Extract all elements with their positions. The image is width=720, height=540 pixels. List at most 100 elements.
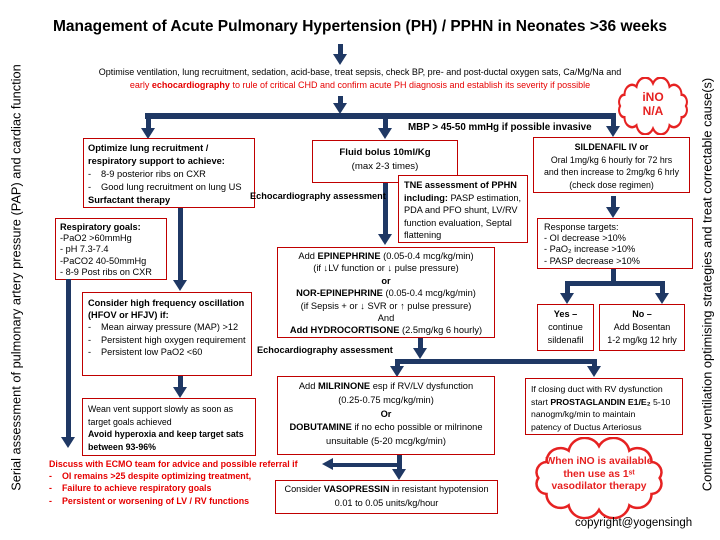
connector-split-bar — [395, 359, 597, 364]
mil-line4-rest: if no echo possible or milrinone — [351, 422, 483, 433]
fluid-line2: (max 2-3 times) — [351, 161, 419, 172]
connector-epi-split — [418, 338, 423, 350]
connector-referral — [332, 463, 398, 467]
arrowhead-optimize-hfov — [173, 280, 187, 291]
tne-rest-text: PASP estimation, PDA and PFO shunt, LV/R… — [404, 192, 522, 241]
epi-line7-drug: Add HYDROCORTISONE — [289, 325, 400, 336]
response-item: - PaO₂ increase >10% — [544, 244, 636, 255]
cloud-shape — [535, 437, 663, 519]
when-cloud-line3: vasodilator therapy — [551, 481, 647, 492]
arrowhead-intro-bar — [333, 103, 347, 114]
connector-main-bar — [145, 113, 616, 119]
intro-line2-bold: echocardiography — [151, 80, 230, 90]
bullet-dash: - — [88, 182, 92, 192]
when-ino-cloud-text: When iNO is available then use as 1ˢᵗ va… — [529, 456, 669, 494]
epi-line1-pre: Add — [298, 251, 318, 261]
right-rail-label: Continued ventilation optimising strateg… — [699, 77, 715, 492]
hfov-head2: (HFOV or HFJV) if: — [88, 310, 169, 321]
hfov-item-text: Persistent low PaO2 <60 — [101, 346, 203, 357]
resp-goals-item: - pH 7.3-7.4 — [60, 244, 109, 255]
arrowhead-bar-mid — [378, 128, 392, 139]
epi-line7: Add HYDROCORTISONE (2.5mg/kg 6 hourly) — [280, 324, 492, 336]
intro-text: Optimise ventilation, lung recruitment, … — [20, 66, 700, 92]
mil-line4: DOBUTAMINE if no echo possible or milrin… — [280, 421, 492, 435]
tne-bold-text: TNE assessment of PPHN including: — [404, 180, 517, 203]
epi-line1-drug: EPINEPHRINE — [317, 251, 381, 261]
response-title: Response targets: — [544, 222, 619, 232]
connector-no-stub — [660, 286, 665, 294]
resp-goals-item: -PaCO2 40-50mmHg — [60, 255, 147, 266]
connector-bar-left — [146, 119, 151, 130]
connector-yesno-bar — [565, 281, 665, 286]
yes-box: Yes – continue sildenafil — [537, 304, 594, 351]
sildenafil-line4: (check dose regimen) — [569, 179, 654, 190]
ecmo-item-text: Failure to achieve respiratory goals — [62, 483, 212, 494]
duct-line2-drug: PROSTAGLANDIN E1/E₂ — [550, 396, 651, 407]
no-box: No – Add Bosentan 1-2 mg/kg 12 hrly — [599, 304, 685, 351]
response-item: - OI decrease >10% — [544, 233, 626, 244]
wean-box: Wean vent support slowly as soon as targ… — [82, 398, 256, 456]
resp-goals-item: -PaO2 >60mmHg — [60, 233, 132, 244]
arrowhead-fluid-epi — [378, 234, 392, 245]
optimize-head1: Optimize lung recruitment / — [88, 143, 209, 153]
arrowhead-split-right — [587, 366, 601, 377]
fluid-line1: Fluid bolus 10ml/Kg — [339, 147, 431, 158]
vaso-line1-pre: Consider — [284, 484, 324, 494]
mil-line5: unsuitable (5-20 mcg/kg/min) — [326, 436, 446, 447]
ecmo-warning-text: Discuss with ECMO team for advice and po… — [49, 458, 298, 507]
tne-assessment-box: TNE assessment of PPHN including: PASP e… — [398, 175, 528, 243]
no-line1: No – — [632, 309, 652, 319]
hfov-item: -Persistent high oxygen requirement — [88, 334, 246, 346]
ino-cloud-line1: iNO — [642, 90, 664, 104]
cloud-shape — [618, 77, 688, 135]
mil-line1: Add MILRINONE esp if RV/LV dysfunction — [280, 380, 492, 394]
bullet-dash: - — [88, 322, 92, 333]
milrinone-box: Add MILRINONE esp if RV/LV dysfunction (… — [277, 376, 495, 455]
ino-na-cloud-text: iNO N/A — [615, 90, 691, 118]
arrowhead-referral-left — [322, 458, 333, 470]
arrowhead-bar-right — [606, 126, 620, 137]
sildenafil-line2: Oral 1mg/kg 6 hourly for 72 hrs — [550, 154, 673, 165]
connector-yes-stub — [565, 286, 570, 294]
when-ino-cloud — [535, 437, 663, 519]
hfov-item: -Persistent low PaO2 <60 — [88, 346, 246, 358]
optimize-lung-box: Optimize lung recruitment / respiratory … — [83, 138, 255, 208]
response-targets-box: Response targets: - OI decrease >10% - P… — [537, 218, 693, 269]
bullet-dash: - — [88, 346, 92, 357]
yes-line1: Yes – — [553, 309, 578, 319]
ecmo-item-text: Persistent or worsening of LV / RV funct… — [62, 495, 250, 506]
vaso-line1: Consider VASOPRESSIN in resistant hypote… — [278, 483, 495, 497]
hfov-item-text: Persistent high oxygen requirement — [101, 334, 246, 345]
echo-assessment-label-1: Echocardiography assessment — [250, 191, 386, 201]
wean-line1: Wean vent support slowly as soon as — [88, 404, 234, 414]
intro-line2: early echocardiography to rule of critic… — [20, 79, 700, 92]
echo-assessment-label-2: Echocardiography assessment — [257, 345, 393, 355]
mil-line1-rest: esp if RV/LV dysfunction — [370, 381, 474, 391]
connector-hfov-wean — [178, 376, 183, 388]
optimize-item: -Good lung recruitment on lung US — [88, 181, 250, 194]
hfov-head1: Consider high frequency oscillation — [88, 298, 245, 308]
connector-intro-bar — [338, 96, 343, 106]
connector-title-intro — [338, 44, 343, 55]
duct-line2: start PROSTAGLANDIN E1/E₂ 5-10 — [531, 396, 677, 409]
prostaglandin-box: If closing duct with RV dysfunction star… — [525, 378, 683, 435]
ecmo-item: -Persistent or worsening of LV / RV func… — [49, 495, 298, 507]
bullet-dash: - — [49, 495, 52, 506]
duct-line2-pre: start — [531, 396, 551, 407]
vaso-line1-drug: VASOPRESSIN — [323, 484, 390, 494]
ecmo-item: -Failure to achieve respiratory goals — [49, 482, 298, 494]
ecmo-title: Discuss with ECMO team for advice and po… — [49, 459, 298, 469]
optimize-item-text: 8-9 posterior ribs on CXR — [101, 169, 206, 179]
mil-line2: (0.25-0.75 mcg/kg/min) — [338, 394, 434, 405]
arrowhead-hfov-wean — [173, 387, 187, 398]
arrowhead-sildenafil-response — [606, 207, 620, 218]
ino-na-cloud — [618, 77, 688, 135]
arrowhead-title-intro — [333, 54, 347, 65]
ino-cloud-line2: N/A — [642, 104, 664, 118]
no-line2: Add Bosentan — [613, 322, 671, 332]
intro-line1: Optimise ventilation, lung recruitment, … — [98, 67, 622, 77]
mbp-label: MBP > 45-50 mmHg if possible invasive — [408, 122, 592, 133]
when-cloud-line2: then use as 1ˢᵗ — [563, 468, 635, 480]
bullet-dash: - — [49, 471, 52, 482]
